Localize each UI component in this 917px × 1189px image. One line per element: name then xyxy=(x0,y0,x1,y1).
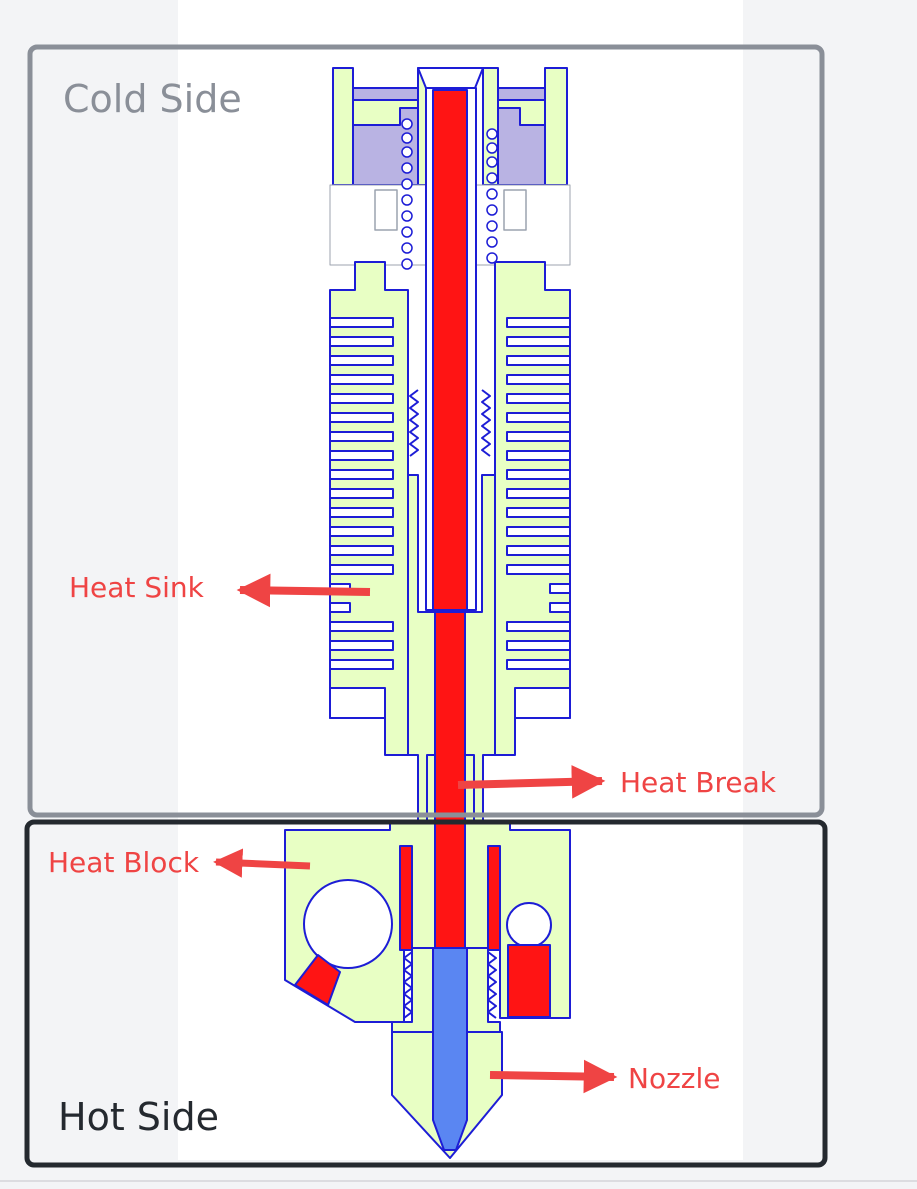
clip-left xyxy=(374,189,398,231)
coupler-spring-right xyxy=(486,128,498,264)
heat-sink-label: Heat Sink xyxy=(69,571,205,604)
thermistor-channel xyxy=(507,944,551,1018)
hot-side-frame xyxy=(24,819,828,1168)
cold-side-label: Cold Side xyxy=(63,77,242,121)
cold-side-frame xyxy=(27,44,825,818)
heat-break-label: Heat Break xyxy=(620,766,777,799)
heat-block-label: Heat Block xyxy=(48,846,200,879)
heat-block-bore-right xyxy=(487,845,501,951)
nozzle-threads-left xyxy=(403,951,413,1019)
nozzle-label: Nozzle xyxy=(628,1062,720,1095)
heat-sink-arrow xyxy=(236,573,371,608)
coupler-spring-left xyxy=(401,118,413,270)
coupler-cap-right xyxy=(497,99,546,126)
filament-path-lower xyxy=(434,611,466,949)
heat-block-bore-left xyxy=(399,845,413,951)
nozzle-arrow xyxy=(489,1059,618,1094)
collet-top xyxy=(417,67,484,89)
heat-sink-fins-left xyxy=(329,317,394,719)
heater-channel xyxy=(294,954,341,1006)
thermistor-hole xyxy=(506,902,552,948)
heat-break-threads-right xyxy=(481,389,491,457)
nozzle-threads-right xyxy=(487,951,497,1019)
hotend-assembly xyxy=(284,67,571,1159)
coupler-cap-left xyxy=(352,99,419,126)
hot-side-label: Hot Side xyxy=(58,1095,219,1139)
nozzle-bore xyxy=(432,947,468,1151)
filament-path-upper xyxy=(432,89,468,611)
heat-sink-fins-right xyxy=(506,317,571,719)
heat-break-threads-left xyxy=(409,389,419,457)
heater-cartridge-hole xyxy=(303,879,393,969)
heat-break-arrow xyxy=(457,765,606,799)
clip-right xyxy=(503,189,527,231)
heat-block-arrow xyxy=(213,848,311,878)
